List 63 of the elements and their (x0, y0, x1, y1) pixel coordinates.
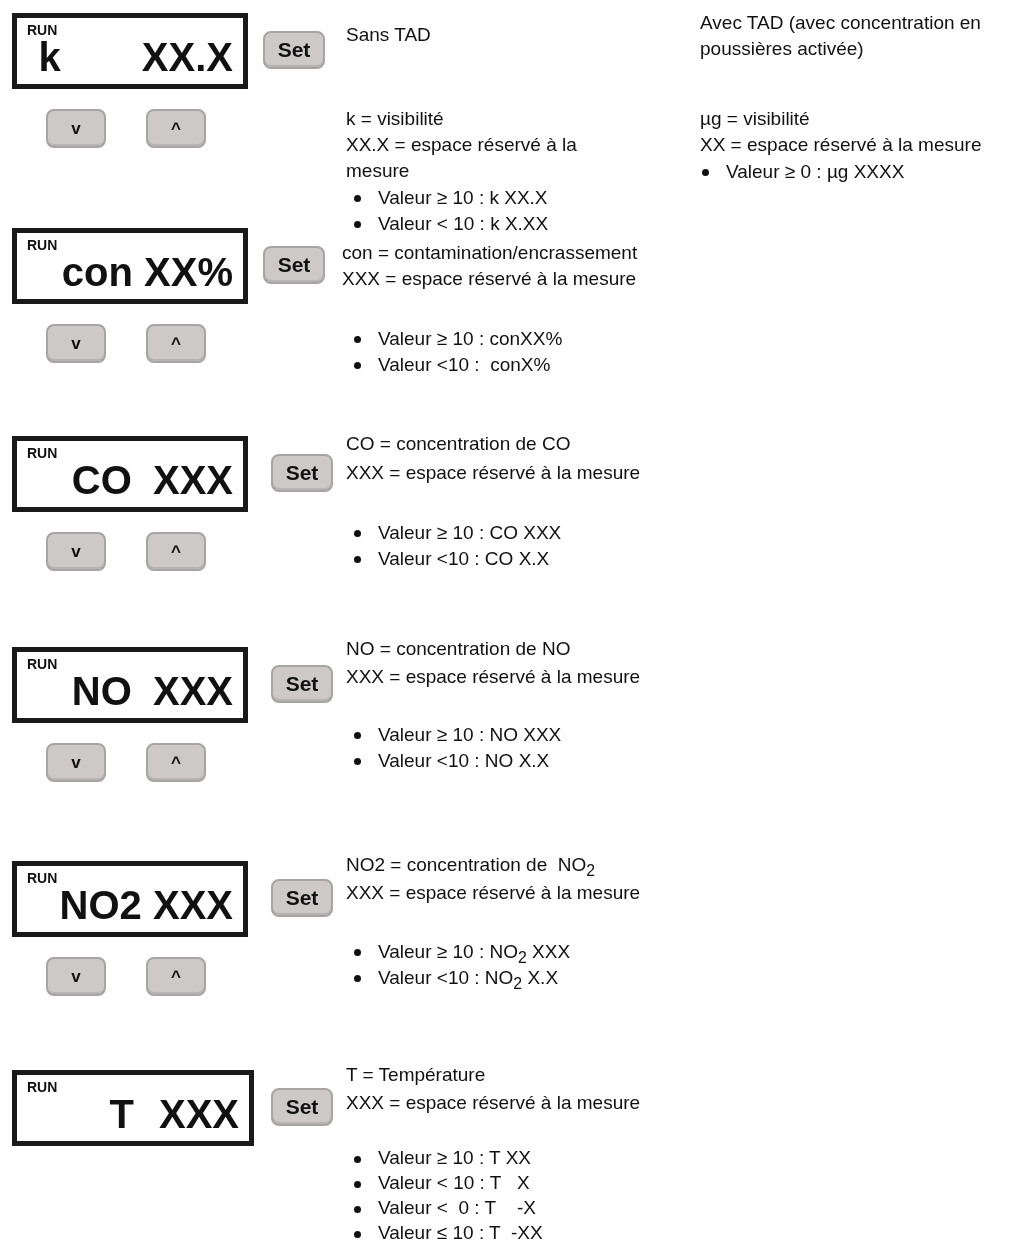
bullet-item: Valeur ≥ 10 : T XX (352, 1146, 531, 1170)
description-text: XXX = espace réservé à la mesure (346, 881, 642, 905)
description-text: NO = concentration de NO (346, 637, 572, 661)
lcd-display (12, 861, 248, 937)
description-text: XX = espace réservé à la mesure (700, 133, 983, 157)
set-key: Set (263, 31, 325, 69)
display-reading: CO XXX (71, 457, 233, 503)
set-key: Set (271, 665, 333, 703)
status-indicator: RUN (27, 22, 58, 38)
bullet-item: Valeur <10 : NO X.X (352, 748, 550, 774)
set-key: Set (271, 454, 333, 492)
lcd-display (12, 13, 248, 89)
arrow-key: v (46, 532, 106, 571)
status-indicator: RUN (27, 656, 58, 672)
description-text: CO = concentration de CO (346, 432, 572, 456)
description-text: XXX = espace réservé à la mesure (346, 665, 642, 689)
status-indicator: RUN (27, 445, 58, 461)
description-text: XX.X = espace réservé à la mesure (346, 133, 578, 183)
arrow-key: v (46, 743, 106, 782)
description-text: XXX = espace réservé à la mesure (346, 461, 642, 485)
bullet-item: Valeur ≥ 10 : NO XXX (352, 722, 562, 748)
description-text: Sans TAD (346, 23, 432, 47)
description-text: XXX = espace réservé à la mesure (342, 267, 638, 291)
arrow-key: ^ (146, 324, 206, 363)
bullet-item: Valeur ≥ 10 : CO XXX (352, 520, 562, 546)
bullet-item: Valeur < 10 : k X.XX (352, 211, 549, 237)
bullet-item: Valeur ≤ 10 : T -XX (352, 1221, 543, 1245)
description-text: µg = visibilité (700, 107, 811, 131)
lcd-display (12, 1070, 254, 1146)
display-reading: NO XXX (71, 668, 233, 714)
description-text: XXX = espace réservé à la mesure (346, 1091, 642, 1115)
arrow-key: ^ (146, 532, 206, 571)
status-indicator: RUN (27, 1079, 58, 1095)
status-indicator: RUN (27, 237, 58, 253)
bullet-item: Valeur ≥ 10 : k XX.X (352, 185, 548, 211)
display-reading: con XX% (61, 249, 233, 295)
description-text: con = contamination/encrassement (342, 241, 639, 265)
lcd-display (12, 647, 248, 723)
description-text: Avec TAD (avec concentration en poussières activée) (700, 11, 982, 61)
arrow-key: ^ (146, 743, 206, 782)
arrow-key: v (46, 324, 106, 363)
display-reading: NO2 XXX (59, 882, 233, 928)
arrow-key: ^ (146, 109, 206, 148)
set-key: Set (271, 879, 333, 917)
bullet-item: Valeur ≥ 0 : µg XXXX (700, 159, 905, 185)
bullet-item: Valeur < 10 : T X (352, 1171, 530, 1195)
lcd-display (12, 228, 248, 304)
arrow-key: v (46, 109, 106, 148)
lcd-display (12, 436, 248, 512)
bullet-item: Valeur ≥ 10 : conXX% (352, 326, 563, 352)
set-key: Set (263, 246, 325, 284)
description-text: k = visibilité (346, 107, 445, 131)
bullet-item: Valeur < 0 : T -X (352, 1196, 536, 1220)
description-text: T = Température (346, 1063, 487, 1087)
set-key: Set (271, 1088, 333, 1126)
status-indicator: RUN (27, 870, 58, 886)
bullet-item: Valeur <10 : conX% (352, 352, 551, 378)
display-reading: T XXX (109, 1091, 239, 1137)
display-reading: k XX.X (38, 35, 233, 80)
arrow-key: ^ (146, 957, 206, 996)
description-text: NO2 = concentration de NO$_{2}$ (346, 853, 597, 881)
bullet-item: Valeur <10 : CO X.X (352, 546, 550, 572)
arrow-key: v (46, 957, 106, 996)
